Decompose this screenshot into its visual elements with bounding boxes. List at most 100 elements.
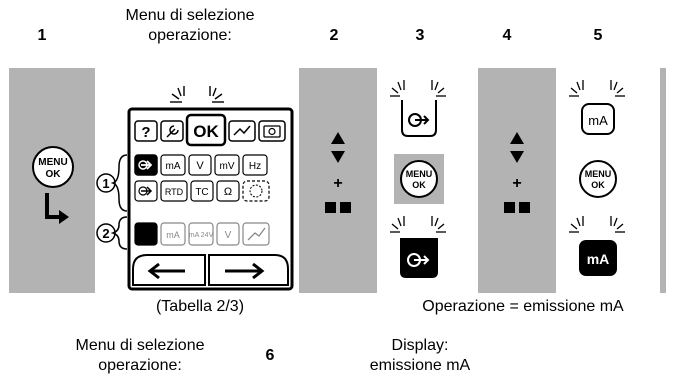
camera-key[interactable] <box>258 120 286 142</box>
ma-grey-key-label: mA <box>166 230 180 240</box>
group-2-label: 2 <box>102 226 109 241</box>
menu-title: Menu di selezione operazione: <box>100 6 280 46</box>
blank-key-selected[interactable] <box>134 222 158 246</box>
operation-result: Operazione = emissione mA <box>422 298 624 315</box>
ok-key-label: OK <box>193 122 219 141</box>
triangle-down-icon <box>331 151 345 163</box>
display-line2: emissione mA <box>369 357 471 374</box>
triangle-up-icon <box>510 132 524 144</box>
menu-ok-label-2: OK <box>591 180 605 190</box>
v-grey-key-label: V <box>225 230 232 241</box>
v-grey-key[interactable]: V <box>216 222 240 246</box>
ma-key[interactable]: mA <box>160 154 186 176</box>
blink-rays-icon <box>569 216 625 233</box>
ma-key-filled: mA <box>579 240 617 276</box>
tc-key-label: TC <box>195 187 208 198</box>
wrench-key[interactable] <box>160 120 184 142</box>
ma-key-label: mA <box>166 161 181 172</box>
chart-key[interactable] <box>228 120 256 142</box>
rtd-key-label: RTD <box>165 187 184 197</box>
step-2-keys: + <box>325 132 351 213</box>
source-arrow-icon <box>414 255 430 265</box>
tc-key[interactable]: TC <box>190 180 214 202</box>
ma-24v-key-label: mA 24V <box>189 232 214 239</box>
step-2-panel <box>299 68 377 293</box>
source-key-filled <box>400 238 438 278</box>
menu-ok-label-1: MENU <box>406 169 433 179</box>
menu-ok-label-1: MENU <box>38 157 67 168</box>
step-1-number: 1 <box>37 27 47 44</box>
group-1-label: 1 <box>102 176 109 191</box>
step-3-graphic: MENU OK <box>390 80 446 278</box>
table-note: (Tabella 2/3) <box>155 298 245 315</box>
ohm-key-label: Ω <box>224 186 232 198</box>
source-key[interactable] <box>134 180 158 202</box>
source-key-outline <box>401 100 437 137</box>
menu-title-line1: Menu di selezione <box>125 7 255 24</box>
group-2-bracket: 2 <box>96 216 128 250</box>
chart-icon <box>233 125 251 136</box>
ma-24v-key[interactable]: mA 24V <box>188 222 214 246</box>
step-6-number: 6 <box>265 347 275 364</box>
blink-rays-icon <box>170 86 224 103</box>
arrow-right-icon <box>225 262 265 280</box>
menu-title-line2: operazione: <box>148 27 232 44</box>
display-caption: Display: emissione mA <box>330 336 510 376</box>
nav-right-button[interactable] <box>208 254 289 286</box>
bottom-menu-line2: operazione: <box>98 357 182 374</box>
step-2-number: 2 <box>329 27 339 44</box>
v-key[interactable]: V <box>188 154 212 176</box>
bottom-menu-line1: Menu di selezione <box>75 337 205 354</box>
ramp-key[interactable] <box>242 222 270 246</box>
ramp-icon <box>247 227 266 241</box>
source-arrow-icon <box>415 115 430 125</box>
right-edge-bar <box>660 68 666 293</box>
step-4-panel <box>478 68 556 293</box>
double-square-icon <box>504 202 515 213</box>
ma-grey-key[interactable]: mA <box>160 222 186 246</box>
rtd-key[interactable]: RTD <box>160 180 188 202</box>
step-3-number: 3 <box>415 27 425 44</box>
bottom-menu-title: Menu di selezione operazione: <box>40 336 240 376</box>
step-5-number: 5 <box>593 27 603 44</box>
display-line1: Display: <box>391 337 449 354</box>
source-arrow-icon <box>141 160 153 170</box>
ohm-key[interactable]: Ω <box>216 180 240 202</box>
hz-key[interactable]: Hz <box>242 154 268 176</box>
triangle-down-icon <box>510 151 524 163</box>
menu-screen: 1 2 ? OK mA V <box>96 107 294 291</box>
ma-key-outline: mA <box>581 103 615 135</box>
plus-sign: + <box>512 175 521 192</box>
mv-key[interactable]: mV <box>214 154 240 176</box>
blink-rays-icon <box>390 216 446 233</box>
bent-arrow-icon <box>45 193 69 224</box>
camera-icon <box>263 125 281 138</box>
step-1-graphic: MENU OK <box>32 146 74 224</box>
step-4-keys: + <box>504 132 530 213</box>
menu-ok-label-2: OK <box>412 180 426 190</box>
nav-left-button[interactable] <box>132 254 206 286</box>
source-arrow-icon <box>141 186 153 196</box>
double-square-icon <box>325 202 336 213</box>
menu-ok-label-1: MENU <box>585 169 612 179</box>
triangle-up-icon <box>331 132 345 144</box>
help-key-label: ? <box>141 124 150 141</box>
ma-key-filled-label: mA <box>587 251 610 267</box>
blink-rays-icon <box>569 80 625 97</box>
blink-rays-icon <box>390 80 446 97</box>
menu-ok-button[interactable]: MENU OK <box>579 160 617 198</box>
arrow-left-icon <box>147 262 185 280</box>
menu-ok-label-2: OK <box>46 169 62 180</box>
source-key-selected[interactable] <box>134 154 158 176</box>
ok-key[interactable]: OK <box>185 113 227 147</box>
switch-key[interactable] <box>242 180 270 202</box>
menu-ok-button[interactable]: MENU OK <box>32 146 74 188</box>
plus-sign: + <box>333 175 342 192</box>
hz-key-label: Hz <box>249 161 261 172</box>
menu-ok-button[interactable]: MENU OK <box>400 160 438 198</box>
v-key-label: V <box>196 160 204 172</box>
step-4-number: 4 <box>502 27 512 44</box>
help-key[interactable]: ? <box>134 120 158 142</box>
wrench-icon <box>166 125 179 138</box>
group-1-bracket: 1 <box>96 154 128 212</box>
